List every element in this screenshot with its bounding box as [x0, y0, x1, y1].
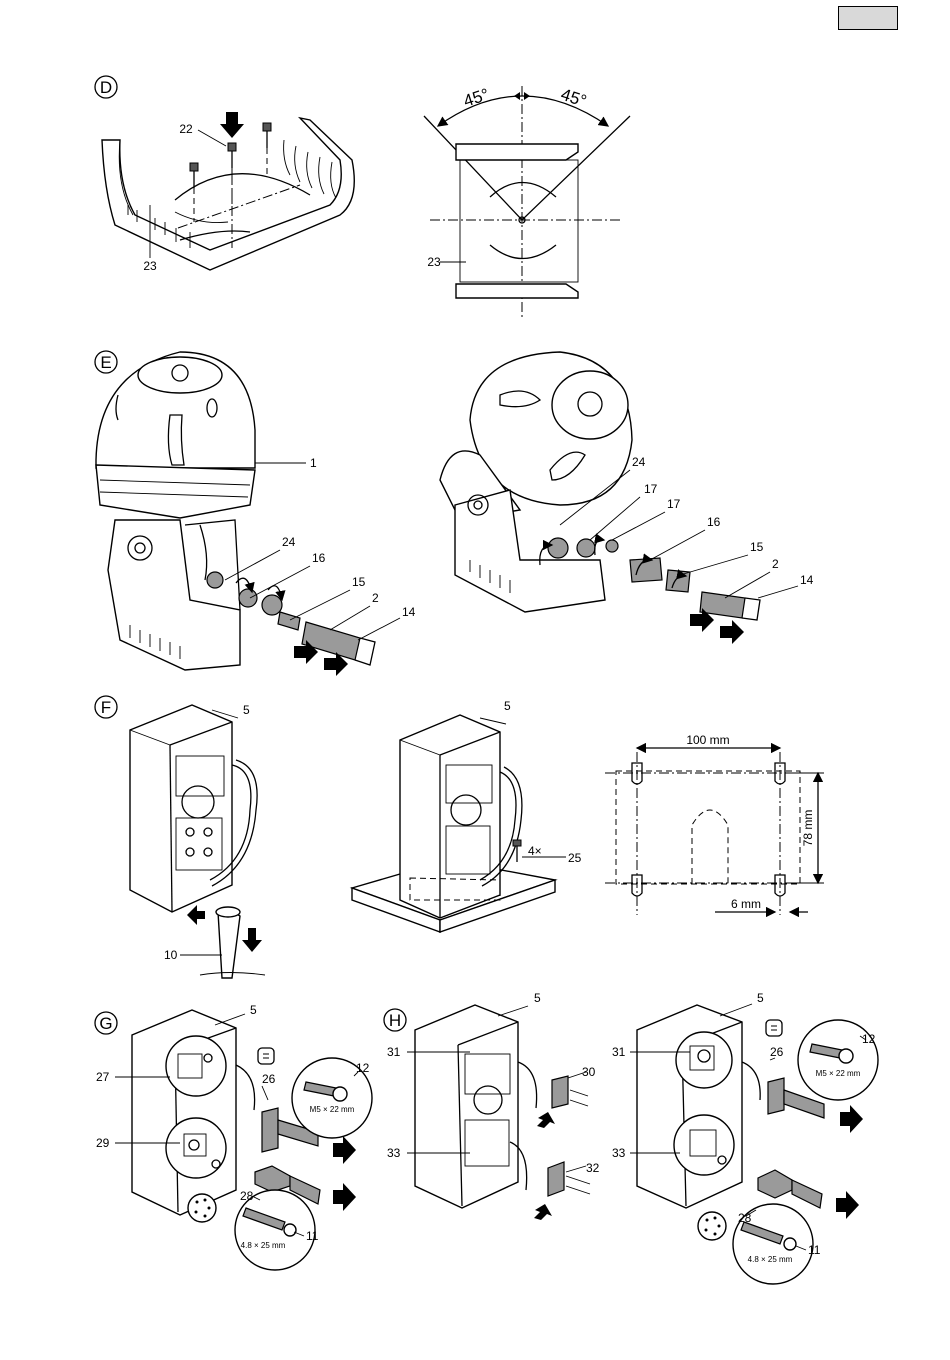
- dim-78mm: 78 mm: [801, 810, 815, 847]
- label-23-left: 23: [143, 259, 157, 273]
- bracket-perspective: [102, 112, 354, 270]
- screw-48-g: 4.8 × 25 mm: [241, 1241, 286, 1250]
- label-29: 29: [96, 1136, 110, 1150]
- label-5-f-mid: 5: [504, 699, 511, 713]
- label-4x: 4×: [528, 844, 542, 858]
- label-11-g: 11: [306, 1229, 319, 1243]
- label-22: 22: [179, 122, 193, 136]
- label-15-right: 15: [750, 540, 764, 554]
- angle-left: 45°: [461, 85, 491, 111]
- label-32: 32: [586, 1161, 600, 1175]
- dim-6mm: 6 mm: [731, 897, 761, 911]
- label-12-h2: 12: [862, 1032, 876, 1046]
- bracket-top-view: [424, 86, 630, 318]
- section-d-letter: D: [100, 78, 112, 97]
- dim-100mm: 100 mm: [686, 733, 729, 747]
- label-5-g: 5: [250, 1003, 257, 1017]
- label-23-right: 23: [427, 255, 441, 269]
- camera-left: [96, 352, 400, 676]
- label-26-h2: 26: [770, 1045, 784, 1059]
- screw-48-h2: 4.8 × 25 mm: [748, 1255, 793, 1264]
- label-28-g: 28: [240, 1189, 254, 1203]
- section-f: F 5 10: [95, 696, 824, 978]
- screw-m5-g: M5 × 22 mm: [310, 1105, 355, 1114]
- label-10: 10: [164, 948, 178, 962]
- section-e: E: [95, 351, 814, 676]
- label-30: 30: [582, 1065, 596, 1079]
- angle-right: 45°: [559, 85, 589, 111]
- label-28-h2: 28: [738, 1211, 752, 1225]
- label-16-right: 16: [707, 515, 721, 529]
- junction-box-g: [115, 1010, 372, 1270]
- section-h: H 5 31 30 33 32: [384, 991, 878, 1284]
- label-33-h2: 33: [612, 1146, 626, 1160]
- label-1: 1: [310, 456, 317, 470]
- label-17-a: 17: [644, 482, 658, 496]
- label-33-h1: 33: [387, 1146, 401, 1160]
- section-h-letter: H: [389, 1011, 401, 1030]
- label-5-f-left: 5: [243, 703, 250, 717]
- section-g-letter: G: [99, 1014, 112, 1033]
- label-27: 27: [96, 1070, 110, 1084]
- label-25: 25: [568, 851, 582, 865]
- camera-right: [440, 352, 798, 644]
- section-f-letter: F: [101, 698, 111, 717]
- junction-box-h1: [407, 1005, 590, 1220]
- label-2-right: 2: [772, 557, 779, 571]
- label-14-left: 14: [402, 605, 416, 619]
- label-11-h2: 11: [808, 1243, 821, 1257]
- label-5-h2: 5: [757, 991, 764, 1005]
- section-d: D: [95, 76, 630, 318]
- junction-box-h2: [630, 1004, 878, 1284]
- label-24-left: 24: [282, 535, 296, 549]
- junction-box-mounted: [352, 715, 566, 932]
- label-26-g: 26: [262, 1072, 276, 1086]
- label-5-h1: 5: [534, 991, 541, 1005]
- label-24-right: 24: [632, 455, 646, 469]
- screw-m5-h2: M5 × 22 mm: [816, 1069, 861, 1078]
- mounting-template: [605, 748, 824, 915]
- label-15-left: 15: [352, 575, 366, 589]
- section-e-letter: E: [100, 353, 111, 372]
- junction-box-left: [130, 705, 265, 978]
- label-31-h1: 31: [387, 1045, 401, 1059]
- label-16-left: 16: [312, 551, 326, 565]
- label-12-g: 12: [356, 1061, 370, 1075]
- label-2-left: 2: [372, 591, 379, 605]
- section-g: G: [95, 1003, 372, 1270]
- label-14-right: 14: [800, 573, 814, 587]
- label-17-b: 17: [667, 497, 681, 511]
- label-31-h2: 31: [612, 1045, 626, 1059]
